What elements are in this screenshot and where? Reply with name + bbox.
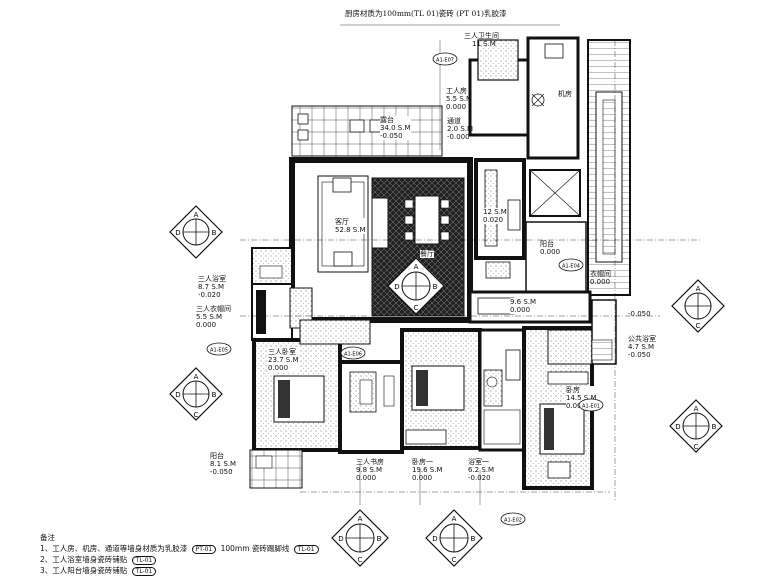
- marker-letter-b: B: [212, 391, 217, 399]
- marker-letter-b: B: [433, 283, 438, 291]
- ref-tag-1: A1-E07: [432, 52, 458, 66]
- ref-tag-2: A1-E04: [558, 258, 584, 272]
- marker-letter-a: A: [194, 373, 199, 381]
- marker-letter-c: C: [358, 556, 363, 564]
- elevation-marker-right-mid: A B C D: [669, 399, 723, 453]
- elevation-marker-right-top: A C: [671, 279, 725, 333]
- svg-text:A1-E02: A1-E02: [504, 518, 522, 524]
- elevation-marker-center: A B C D: [387, 257, 445, 315]
- dining-table: [414, 195, 440, 245]
- room-label-machine: 机房: [558, 90, 572, 98]
- ref-tag-3: A1-E05: [206, 342, 232, 356]
- ref-tag-4: A1-E06: [340, 346, 366, 360]
- marker-letter-c: C: [194, 411, 199, 419]
- terrace-area: [291, 105, 443, 157]
- note-2: 2、工人浴室墙身瓷砖铺贴 TL-01: [40, 554, 321, 565]
- room-label-dining: 餐厅: [420, 250, 434, 258]
- svg-text:A1-E05: A1-E05: [210, 348, 228, 354]
- marker-letter-d: D: [175, 391, 180, 399]
- marker-letter-d: D: [175, 229, 180, 237]
- ref-tag-6: A1-E02: [500, 512, 526, 526]
- marker-letter-d: D: [338, 535, 343, 543]
- guest-bath: [477, 39, 519, 81]
- note-2-tag: TL-01: [131, 556, 157, 565]
- marker-letter-a: A: [452, 515, 457, 523]
- elevation-marker-left-mid: A B C D: [169, 367, 223, 421]
- svg-text:A1-E01: A1-E01: [582, 404, 600, 410]
- svg-text:A1-E04: A1-E04: [562, 264, 580, 270]
- ref-tag-5: A1-E01: [578, 398, 604, 412]
- note-3: 3、工人阳台墙身瓷砖铺贴 TL-01: [40, 565, 321, 576]
- marker-letter-d: D: [675, 423, 680, 431]
- marker-letter-b: B: [712, 423, 717, 431]
- svg-text:A1-E06: A1-E06: [344, 352, 362, 358]
- svg-text:A1-E07: A1-E07: [436, 58, 454, 64]
- plan-header-note: 厨房材质为100mm(TL 01)瓷砖 (PT 01)乳胶漆: [345, 9, 507, 18]
- elevation-marker-bottom-1: A B C D: [331, 509, 389, 567]
- marker-letter-a: A: [694, 405, 699, 413]
- marker-letter-a: A: [358, 515, 363, 523]
- notes-title: 备注: [40, 533, 55, 542]
- elevation-marker-bottom-2: A B C D: [425, 509, 483, 567]
- note-1: 1、工人房、机房、通道等墙身材质为乳胶漆 PT-01 100mm 瓷砖踢脚线 T…: [40, 543, 321, 554]
- marker-letter-c: C: [694, 443, 699, 451]
- note-1-tag: PT-01: [191, 545, 217, 554]
- balcony-area: [525, 221, 587, 293]
- plan-notes: 备注 1、工人房、机房、通道等墙身材质为乳胶漆 PT-01 100mm 瓷砖踢脚…: [40, 532, 321, 576]
- marker-letter-b: B: [377, 535, 382, 543]
- note-3-tag: TL-01: [131, 567, 157, 576]
- marker-letter-b: B: [212, 229, 217, 237]
- living-sofa: [371, 197, 389, 249]
- elevation-marker-left-top: A B D: [169, 205, 223, 259]
- marker-letter-a: A: [414, 263, 419, 271]
- marker-letter-a: A: [194, 211, 199, 219]
- marker-letter-d: D: [394, 283, 399, 291]
- marker-letter-b: B: [471, 535, 476, 543]
- marker-letter-a: A: [696, 285, 701, 293]
- marker-letter-c: C: [696, 322, 701, 330]
- marker-letter-d: D: [432, 535, 437, 543]
- note-1-tag2: TL-01: [293, 545, 319, 554]
- room-label-wardrobe: -0.050: [628, 310, 651, 318]
- marker-letter-c: C: [452, 556, 457, 564]
- marker-letter-c: C: [414, 304, 419, 312]
